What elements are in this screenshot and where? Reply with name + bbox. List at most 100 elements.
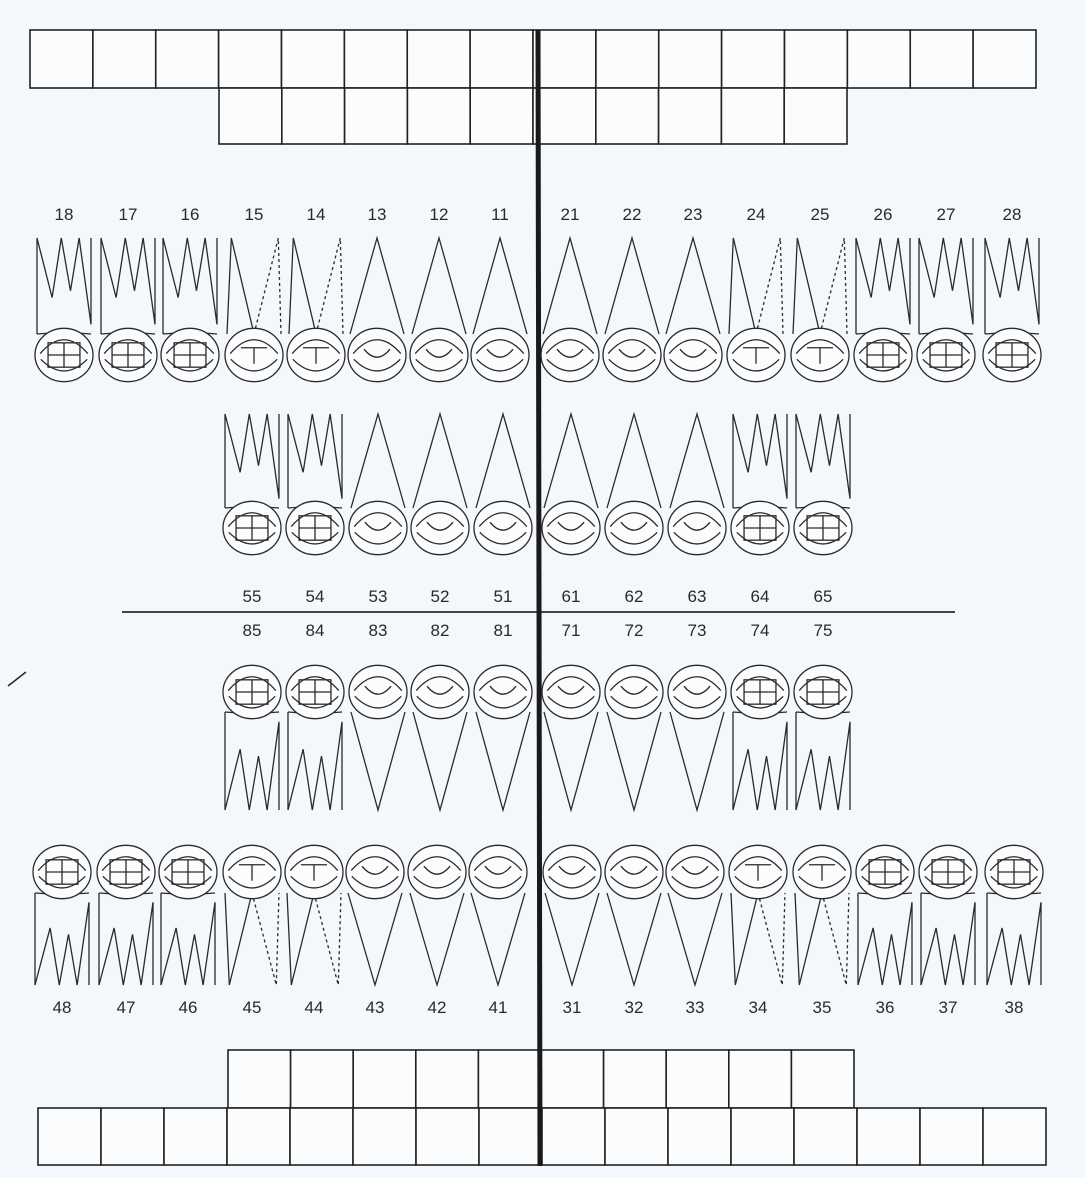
tooth-73[interactable] xyxy=(668,665,726,810)
lower-primary-grid-cell-5[interactable] xyxy=(478,1050,541,1108)
upper-permanent-grid-cell-2[interactable] xyxy=(93,30,156,88)
upper-primary-grid-cell-5[interactable] xyxy=(470,88,533,144)
lower-primary-grid-cell-7[interactable] xyxy=(604,1050,667,1108)
lower-permanent-grid-cell-2[interactable] xyxy=(101,1108,164,1165)
upper-permanent-grid-cell-5[interactable] xyxy=(282,30,345,88)
tooth-36[interactable] xyxy=(856,845,914,985)
tooth-81[interactable] xyxy=(474,665,532,810)
tooth-28[interactable] xyxy=(983,238,1041,382)
lower-permanent-grid-cell-8[interactable] xyxy=(479,1108,542,1165)
tooth-37[interactable] xyxy=(919,845,977,985)
tooth-38[interactable] xyxy=(985,845,1043,985)
tooth-55[interactable] xyxy=(223,414,281,555)
upper-permanent-grid-cell-4[interactable] xyxy=(219,30,282,88)
tooth-21[interactable] xyxy=(541,238,599,382)
lower-permanent-grid-cell-9[interactable] xyxy=(542,1108,605,1165)
lower-permanent-grid-cell-14[interactable] xyxy=(857,1108,920,1165)
lower-permanent-grid-cell-7[interactable] xyxy=(416,1108,479,1165)
tooth-48[interactable] xyxy=(33,845,91,985)
upper-primary-grid-cell-9[interactable] xyxy=(721,88,784,144)
upper-permanent-grid-cell-6[interactable] xyxy=(344,30,407,88)
tooth-27[interactable] xyxy=(917,238,975,382)
upper-permanent-grid-cell-10[interactable] xyxy=(596,30,659,88)
tooth-43[interactable] xyxy=(346,845,404,985)
tooth-31[interactable] xyxy=(543,845,601,985)
upper-primary-grid-cell-2[interactable] xyxy=(282,88,345,144)
lower-permanent-grid-cell-6[interactable] xyxy=(353,1108,416,1165)
lower-primary-grid-cell-2[interactable] xyxy=(291,1050,354,1108)
tooth-75[interactable] xyxy=(794,665,852,810)
tooth-53[interactable] xyxy=(349,414,407,555)
upper-permanent-grid-cell-14[interactable] xyxy=(847,30,910,88)
upper-primary-grid-cell-6[interactable] xyxy=(533,88,596,144)
tooth-34[interactable] xyxy=(729,845,787,985)
tooth-17[interactable] xyxy=(99,238,157,382)
tooth-22[interactable] xyxy=(603,238,661,382)
tooth-71[interactable] xyxy=(542,665,600,810)
lower-permanent-grid-cell-4[interactable] xyxy=(227,1108,290,1165)
tooth-12[interactable] xyxy=(410,238,468,382)
lower-permanent-grid-cell-11[interactable] xyxy=(668,1108,731,1165)
upper-primary-grid-cell-7[interactable] xyxy=(596,88,659,144)
tooth-52[interactable] xyxy=(411,414,469,555)
tooth-63[interactable] xyxy=(668,414,726,555)
upper-permanent-grid-cell-8[interactable] xyxy=(470,30,533,88)
upper-permanent-grid-cell-12[interactable] xyxy=(722,30,785,88)
lower-permanent-grid-cell-10[interactable] xyxy=(605,1108,668,1165)
upper-primary-grid-cell-8[interactable] xyxy=(659,88,722,144)
upper-permanent-grid-cell-9[interactable] xyxy=(533,30,596,88)
tooth-82[interactable] xyxy=(411,665,469,810)
tooth-47[interactable] xyxy=(97,845,155,985)
tooth-26[interactable] xyxy=(854,238,912,382)
tooth-18[interactable] xyxy=(35,238,93,382)
tooth-54[interactable] xyxy=(286,414,344,555)
tooth-13[interactable] xyxy=(348,238,406,382)
tooth-32[interactable] xyxy=(605,845,663,985)
tooth-14[interactable] xyxy=(287,238,345,382)
tooth-65[interactable] xyxy=(794,414,852,555)
tooth-83[interactable] xyxy=(349,665,407,810)
upper-permanent-grid-cell-15[interactable] xyxy=(910,30,973,88)
lower-permanent-grid-cell-15[interactable] xyxy=(920,1108,983,1165)
lower-permanent-grid-cell-1[interactable] xyxy=(38,1108,101,1165)
upper-permanent-grid-cell-7[interactable] xyxy=(407,30,470,88)
tooth-84[interactable] xyxy=(286,665,344,810)
upper-primary-grid-cell-3[interactable] xyxy=(345,88,408,144)
lower-permanent-grid-cell-16[interactable] xyxy=(983,1108,1046,1165)
tooth-41[interactable] xyxy=(469,845,527,985)
lower-primary-grid-cell-10[interactable] xyxy=(791,1050,854,1108)
tooth-23[interactable] xyxy=(664,238,722,382)
tooth-35[interactable] xyxy=(793,845,851,985)
upper-primary-grid-cell-4[interactable] xyxy=(407,88,470,144)
lower-primary-grid-cell-4[interactable] xyxy=(416,1050,479,1108)
lower-primary-grid-cell-9[interactable] xyxy=(729,1050,792,1108)
lower-permanent-grid-cell-5[interactable] xyxy=(290,1108,353,1165)
upper-primary-grid-cell-10[interactable] xyxy=(784,88,847,144)
tooth-72[interactable] xyxy=(605,665,663,810)
lower-primary-grid-cell-3[interactable] xyxy=(353,1050,416,1108)
lower-permanent-grid-cell-12[interactable] xyxy=(731,1108,794,1165)
tooth-64[interactable] xyxy=(731,414,789,555)
tooth-15[interactable] xyxy=(225,238,283,382)
lower-permanent-grid-cell-3[interactable] xyxy=(164,1108,227,1165)
tooth-42[interactable] xyxy=(408,845,466,985)
tooth-33[interactable] xyxy=(666,845,724,985)
lower-primary-grid-cell-8[interactable] xyxy=(666,1050,729,1108)
tooth-51[interactable] xyxy=(474,414,532,555)
tooth-44[interactable] xyxy=(285,845,343,985)
tooth-24[interactable] xyxy=(727,238,785,382)
lower-permanent-grid-cell-13[interactable] xyxy=(794,1108,857,1165)
upper-primary-grid-cell-1[interactable] xyxy=(219,88,282,144)
upper-permanent-grid-cell-16[interactable] xyxy=(973,30,1036,88)
tooth-45[interactable] xyxy=(223,845,281,985)
tooth-62[interactable] xyxy=(605,414,663,555)
tooth-11[interactable] xyxy=(471,238,529,382)
lower-primary-grid-cell-1[interactable] xyxy=(228,1050,291,1108)
tooth-16[interactable] xyxy=(161,238,219,382)
upper-permanent-grid-cell-1[interactable] xyxy=(30,30,93,88)
tooth-25[interactable] xyxy=(791,238,849,382)
upper-permanent-grid-cell-11[interactable] xyxy=(659,30,722,88)
tooth-74[interactable] xyxy=(731,665,789,810)
tooth-61[interactable] xyxy=(542,414,600,555)
lower-primary-grid-cell-6[interactable] xyxy=(541,1050,604,1108)
